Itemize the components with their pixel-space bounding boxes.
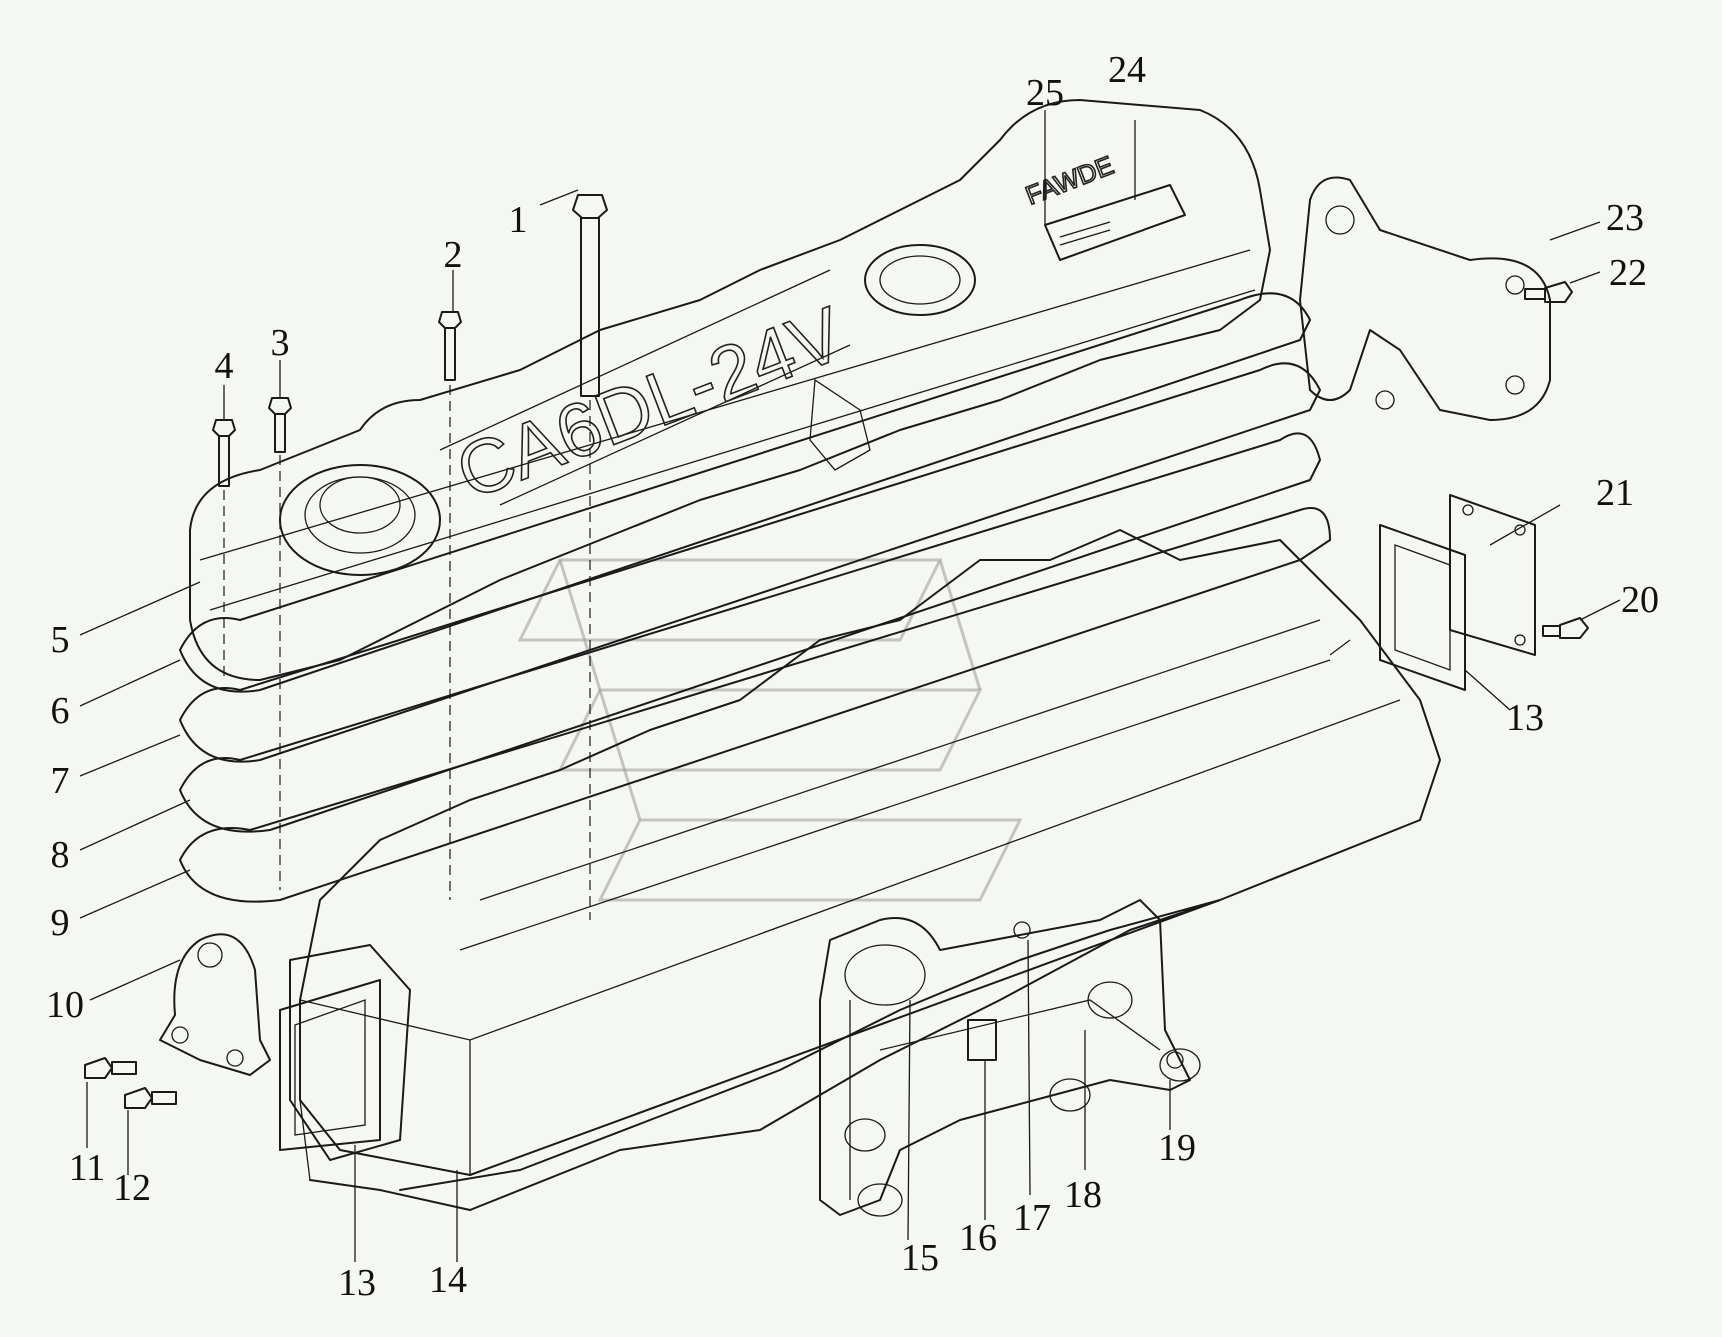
exhaust-manifold xyxy=(819,899,1201,1217)
valve-cover xyxy=(189,99,1271,681)
callout-17: 17 xyxy=(1013,1197,1051,1239)
callout-22: 22 xyxy=(1609,252,1647,294)
bolt-12 xyxy=(124,1087,177,1109)
gasket-13-left xyxy=(279,979,381,1151)
callout-6: 6 xyxy=(51,690,70,732)
lifting-bracket-front xyxy=(159,933,271,1076)
callout-5: 5 xyxy=(51,619,70,661)
callout-2: 2 xyxy=(444,234,463,276)
bolt-11 xyxy=(84,1057,137,1079)
callout-4: 4 xyxy=(215,345,234,387)
callout-15: 15 xyxy=(901,1237,939,1279)
bolt-3 xyxy=(268,397,292,890)
gasket-stack xyxy=(179,292,1331,903)
callout-21: 21 xyxy=(1596,472,1634,514)
callout-11: 11 xyxy=(69,1147,106,1189)
callout-24: 24 xyxy=(1108,49,1146,91)
cover-bolt-1 xyxy=(572,194,608,920)
bolt-22 xyxy=(1524,281,1573,303)
callout-12: 12 xyxy=(113,1167,151,1209)
callout-25: 25 xyxy=(1026,72,1064,114)
callout-18: 18 xyxy=(1064,1174,1102,1216)
callout-13-left: 13 xyxy=(338,1262,376,1304)
callout-8: 8 xyxy=(51,834,70,876)
bolt-4 xyxy=(212,419,236,680)
bolt-20 xyxy=(1542,617,1589,639)
gasket-13-right xyxy=(1379,524,1466,691)
callout-19: 19 xyxy=(1158,1127,1196,1169)
cylinder-head xyxy=(299,529,1441,1176)
callout-9: 9 xyxy=(51,902,70,944)
cover-plate-21 xyxy=(1449,494,1536,656)
callout-13-right: 13 xyxy=(1506,697,1544,739)
cover-model-text: CA6DL-24V xyxy=(446,291,855,516)
watermark xyxy=(517,558,1023,902)
lifting-bracket-rear xyxy=(1299,176,1551,421)
callout-20: 20 xyxy=(1621,579,1659,621)
callout-10: 10 xyxy=(46,984,84,1026)
callout-labels: 1 2 3 4 5 6 7 8 9 10 11 12 13 13 14 15 1… xyxy=(46,49,1659,1304)
head-gasket xyxy=(299,899,1221,1211)
brand-text: FAWDE xyxy=(1021,150,1117,211)
callout-1: 1 xyxy=(509,199,528,241)
thermostat-housing xyxy=(289,944,411,1161)
callout-7: 7 xyxy=(51,760,70,802)
callout-3: 3 xyxy=(271,322,290,364)
callout-23: 23 xyxy=(1606,197,1644,239)
callout-16: 16 xyxy=(959,1217,997,1259)
bolt-2 xyxy=(438,311,462,900)
leader-lines xyxy=(79,110,1621,1262)
callout-14: 14 xyxy=(429,1259,467,1301)
